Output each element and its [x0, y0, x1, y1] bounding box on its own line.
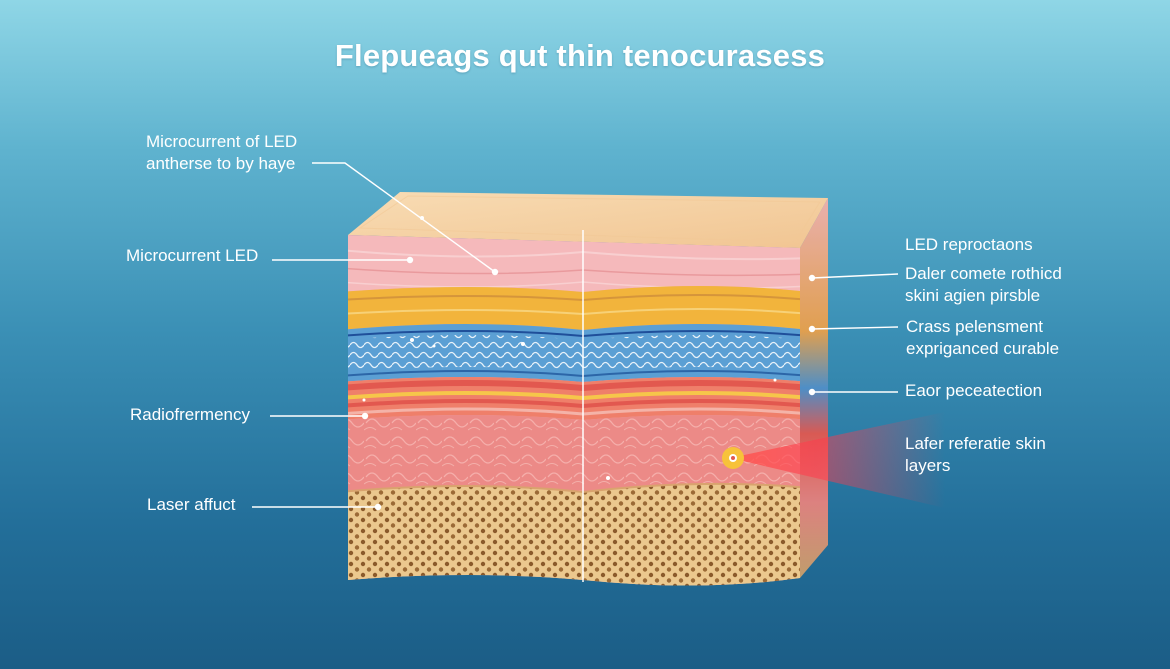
- label-crass-pelensment: Crass pelensment expriganced curable: [906, 317, 1060, 358]
- epidermis-top-surface: [348, 192, 828, 248]
- skin-layers-front: [348, 235, 800, 586]
- subcutaneous-fat-layer: [348, 483, 800, 586]
- label-microcurrent-led: Microcurrent LED: [126, 246, 259, 265]
- left-leader-lines: [252, 162, 499, 511]
- skin-side-face: [800, 198, 828, 578]
- laser-beam: [730, 412, 945, 508]
- pink-epidermis-layer: [348, 235, 800, 292]
- label-led-reproctaons: LED reproctaons: [905, 235, 1033, 254]
- label-lafer-referatie: Lafer referatie skin layers: [905, 434, 1046, 475]
- label-radiofrequency: Radiofrermency: [130, 405, 250, 424]
- sparkle-dots: [362, 216, 777, 480]
- yellow-band-layer: [348, 286, 800, 330]
- right-leader-lines: [808, 273, 899, 396]
- label-microcurrent-led-note: Microcurrent of LED anthersе to by haye: [146, 132, 298, 173]
- label-eaor-peceatection: Eaor peceatection: [905, 381, 1043, 400]
- label-laser-effect: Laser affuct: [147, 495, 236, 514]
- label-daler-comete: Daler comete rothіcd skini agien pirsble: [905, 264, 1062, 305]
- diagram-title: Flepueags qut thin tenocurasess: [334, 38, 826, 73]
